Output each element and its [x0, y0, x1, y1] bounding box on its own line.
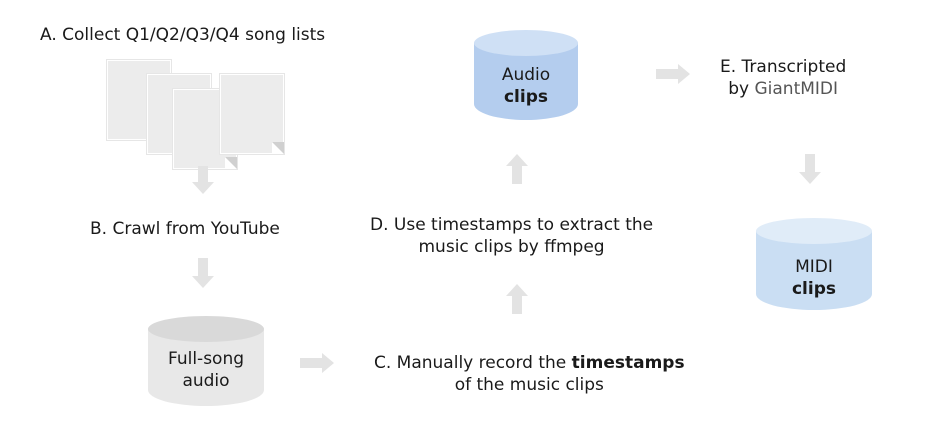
step-c-line2: of the music clips — [454, 375, 604, 395]
step-d-label: D. Use timestamps to extract the music c… — [370, 214, 653, 258]
midi-clips-line1: MIDI — [795, 257, 833, 277]
step-a-label: A. Collect Q1/Q2/Q3/Q4 song lists — [40, 24, 325, 46]
step-d-line2: music clips by ffmpeg — [418, 237, 605, 257]
audio-clips-database: Audio clips — [474, 30, 578, 120]
midi-clips-database: MIDI clips — [756, 218, 872, 310]
arrow-up-icon — [506, 154, 528, 184]
step-c-label: C. Manually record the timestamps of the… — [374, 352, 685, 396]
step-c-prefix: C. Manually record the — [374, 353, 572, 373]
step-e-prefix: by — [728, 79, 755, 99]
step-e-line2: by GiantMIDI — [720, 78, 846, 100]
full-song-audio-database: Full-song audio — [148, 316, 264, 406]
step-d-line1: D. Use timestamps to extract the — [370, 215, 654, 235]
step-c-line1: C. Manually record the timestamps — [374, 352, 685, 374]
arrow-down-icon — [192, 258, 214, 288]
arrow-down-icon — [192, 166, 214, 194]
step-c-bold: timestamps — [571, 353, 685, 373]
step-b-text: B. Crawl from YouTube — [90, 219, 280, 239]
step-a-text: A. Collect Q1/Q2/Q3/Q4 song lists — [40, 25, 326, 45]
midi-clips-line2: clips — [791, 279, 837, 299]
giantmidi-label: GiantMIDI — [754, 79, 839, 99]
audio-clips-line1: Audio — [501, 65, 551, 85]
audio-clips-line2: clips — [503, 87, 549, 107]
arrow-up-icon — [506, 284, 528, 314]
arrow-right-icon — [300, 353, 334, 373]
full-song-db-line1: Full-song — [167, 349, 245, 369]
full-song-db-line2: audio — [182, 371, 230, 391]
document-icon — [220, 74, 284, 154]
arrow-down-icon — [799, 154, 821, 184]
step-b-label: B. Crawl from YouTube — [90, 218, 280, 240]
step-e-label: E. Transcripted by GiantMIDI — [720, 56, 846, 100]
step-e-line1: E. Transcripted — [720, 57, 847, 77]
arrow-right-icon — [656, 64, 690, 84]
